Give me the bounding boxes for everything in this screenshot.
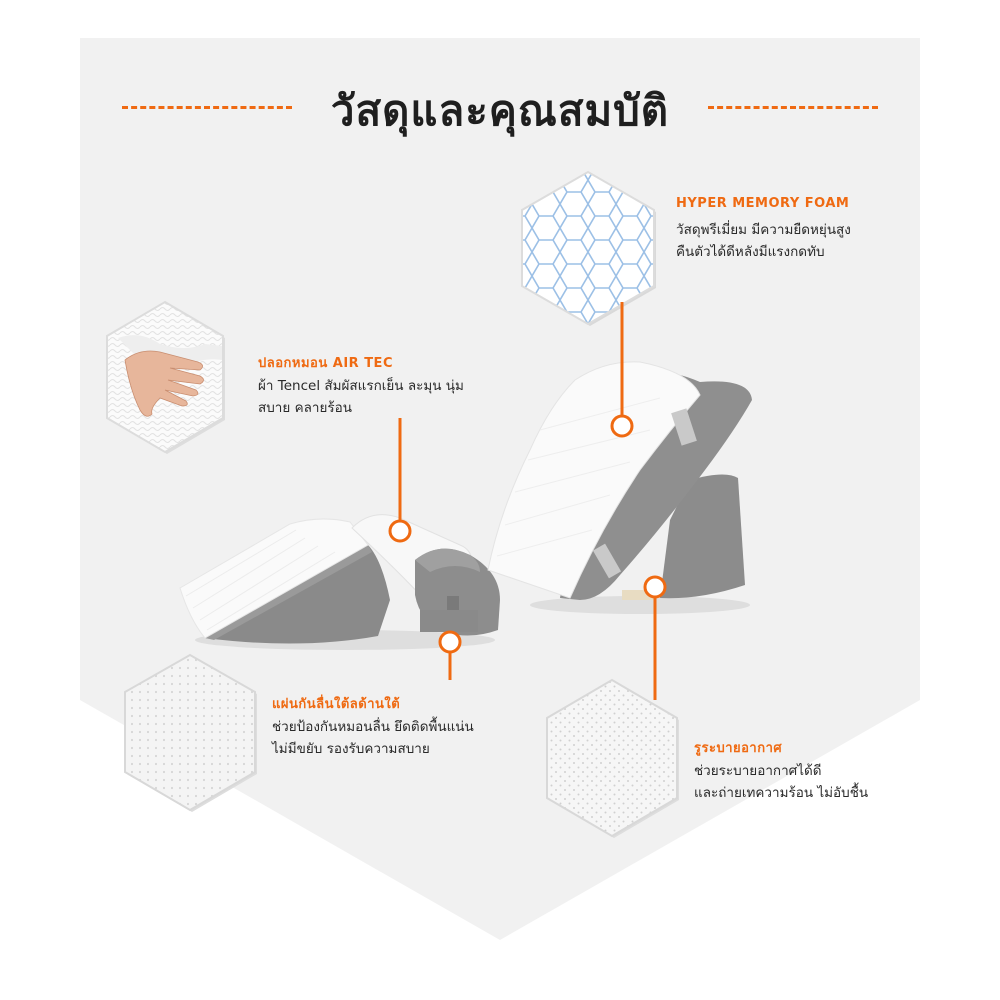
wedge-pillow-right [487,361,752,614]
feature-desc-line: ผ้า Tencel สัมผัสแรกเย็น ละมุน นุ่ม [258,378,464,394]
feature-desc-line: วัสดุพรีเมี่ยม มีความยืดหยุ่นสูง [676,222,851,238]
feature-title: HYPER MEMORY FOAM [676,196,850,211]
feature-desc-line: คืนตัวได้ดีหลังมีแรงกดทับ [676,244,825,260]
feature-desc-line: ช่วยระบายอากาศได้ดี [694,763,822,779]
feature-title: ปลอกหมอน AIR TEC [258,356,393,371]
feature-desc-line: ช่วยป้องกันหมอนลื่น ยึดติดพื้นแน่น [272,719,474,735]
feature-title: รูระบายอากาศ [694,741,783,756]
feature-desc-line: สบาย คลายร้อน [258,400,352,416]
callout-connectors [388,302,667,700]
mesh-texture-icon [546,678,679,838]
title-dash-right [708,106,878,109]
feature-desc-line: ไม่มีขยับ รองรับความสบาย [272,741,430,757]
feature-desc-line: และถ่ายเทความร้อน ไม่อับชื้น [694,785,869,801]
title-dash-left [122,106,292,109]
honeycomb-foam-icon [521,170,656,326]
wedge-pillow-left [179,514,500,650]
page-title: วัสดุและคุณสมบัติ [330,86,670,135]
hand-on-fabric-icon [106,300,225,454]
feature-title: แผ่นกันลื่นใต้ลด้านใต้ [272,697,401,712]
anti-slip-texture-icon [124,653,257,812]
